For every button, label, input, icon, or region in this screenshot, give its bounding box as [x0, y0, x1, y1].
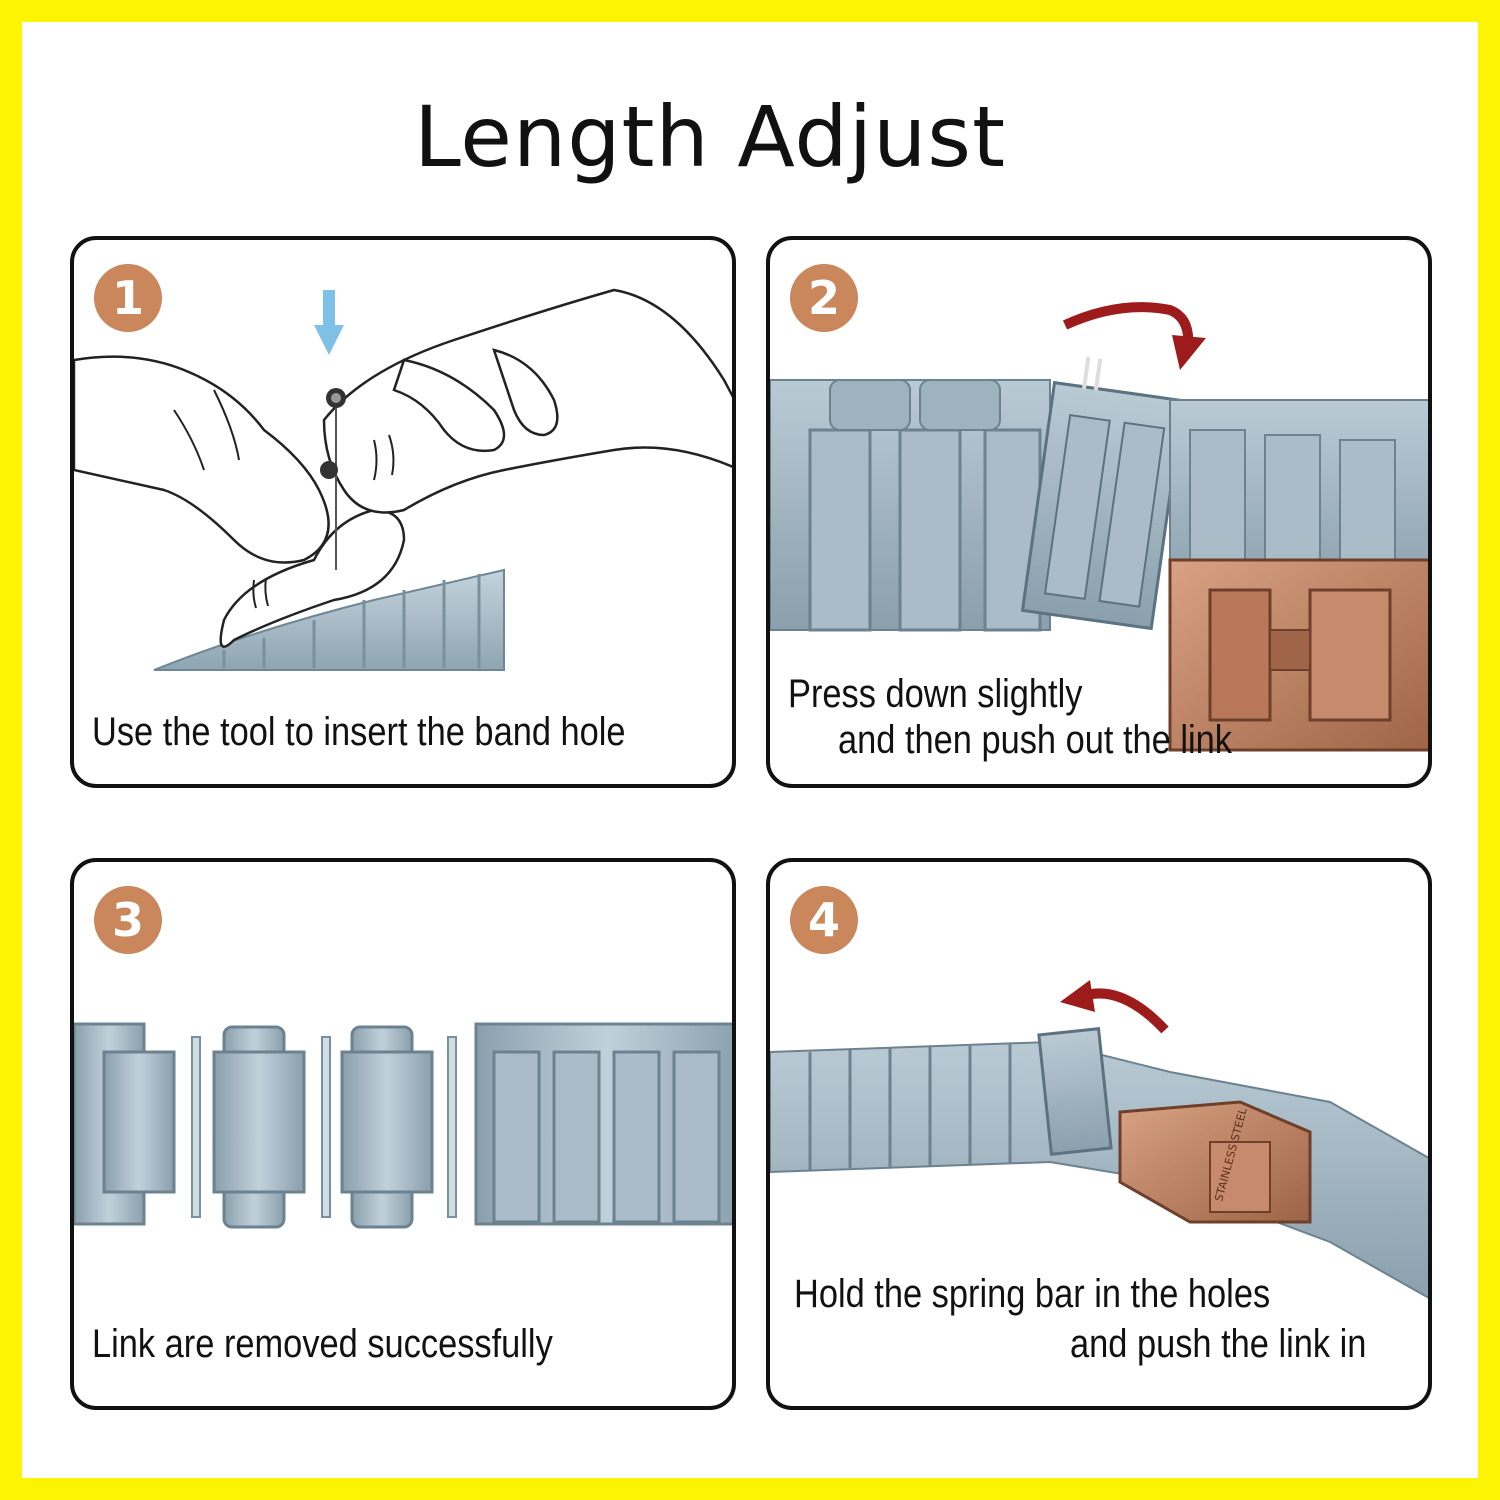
- step-2-illustration: [770, 302, 1428, 752]
- step-3-illustration: [74, 1022, 732, 1229]
- step-panel-2: 2: [766, 236, 1432, 788]
- step-panel-3: 3 Link are remove: [70, 858, 736, 1410]
- page-title: Length Adjust: [413, 88, 1007, 186]
- step-badge-3: 3: [94, 886, 162, 954]
- step-badge-4: 4: [790, 886, 858, 954]
- step-badge-1: 1: [94, 264, 162, 332]
- step-panel-4: 4 STAINLESS STEEL Hold the spring bar i: [766, 858, 1432, 1410]
- step-1-illustration: [74, 288, 732, 671]
- step-badge-2: 2: [790, 264, 858, 332]
- step-4-illustration: STAINLESS STEEL: [770, 980, 1428, 1299]
- step-2-caption-line2: and then push out the link: [838, 718, 1232, 762]
- step-3-caption: Link are removed successfully: [92, 1322, 553, 1366]
- step-2-caption-line1: Press down slightly: [788, 672, 1083, 716]
- step-panel-1: 1: [70, 236, 736, 788]
- step-4-caption-line2: and push the link in: [1070, 1322, 1367, 1366]
- step-1-caption: Use the tool to insert the band hole: [92, 710, 626, 754]
- step-4-caption-line1: Hold the spring bar in the holes: [794, 1272, 1271, 1316]
